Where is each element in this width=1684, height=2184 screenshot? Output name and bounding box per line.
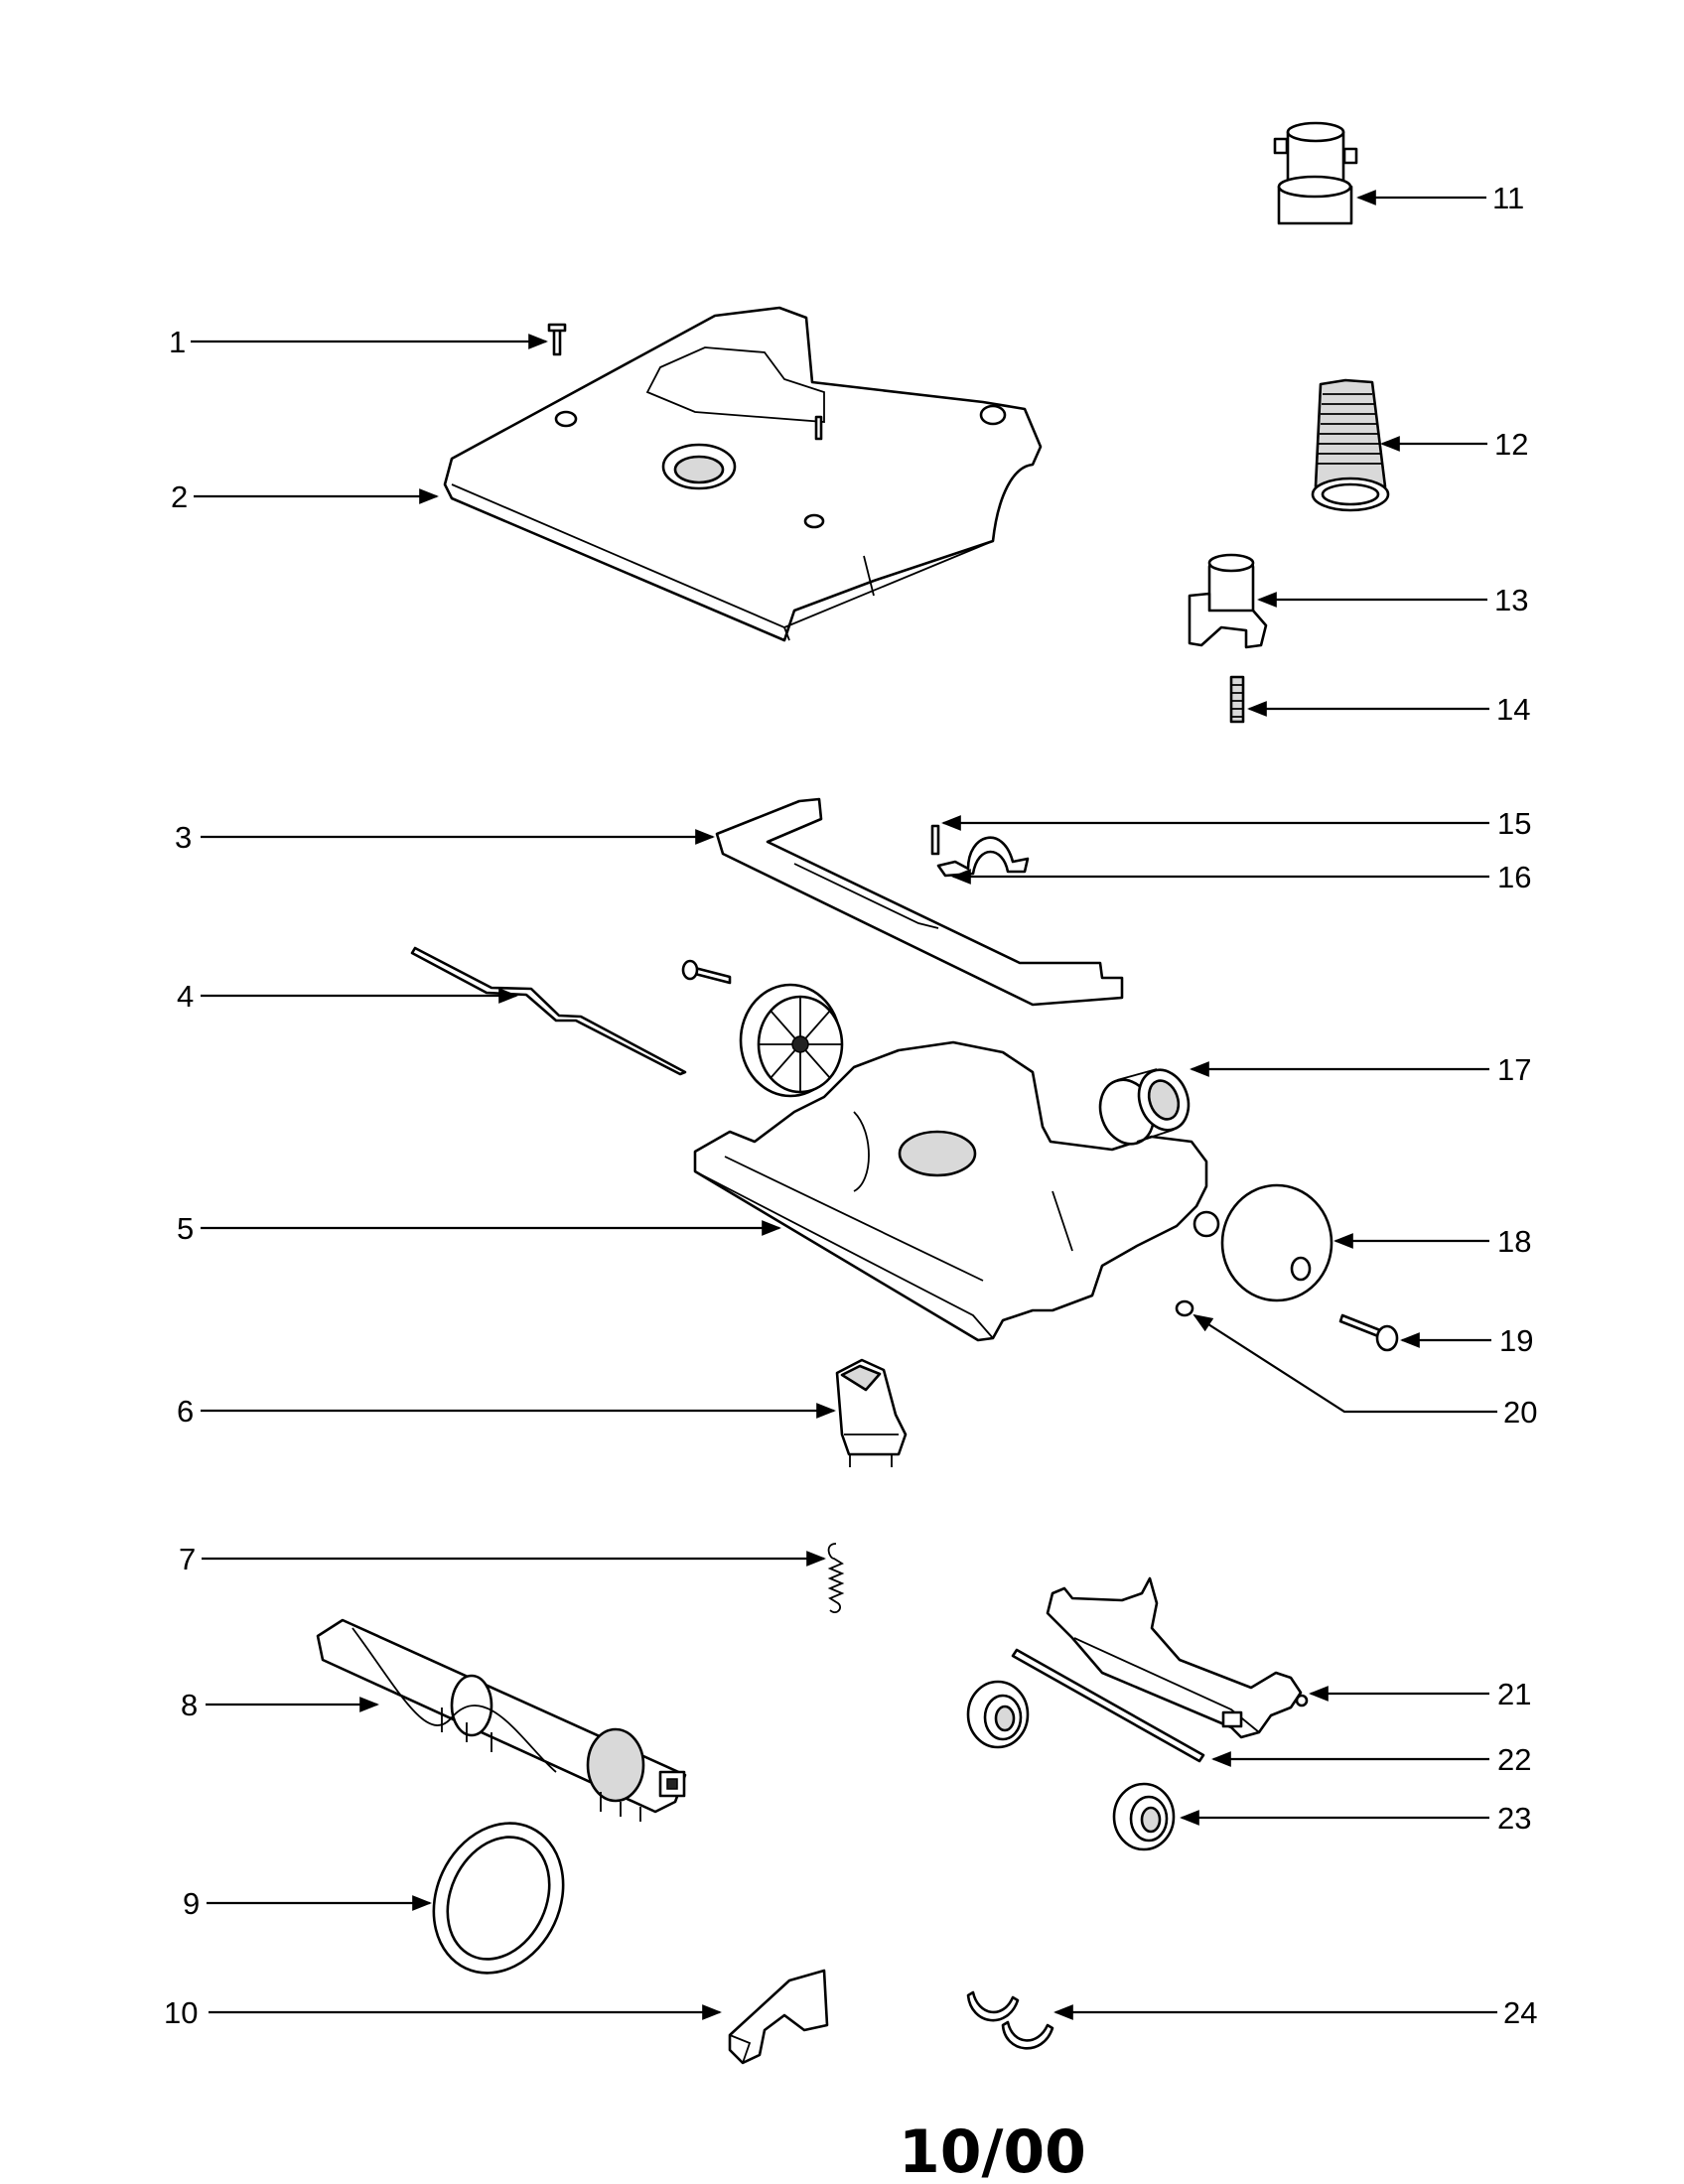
callout-24: 24 (1503, 1995, 1537, 2030)
callout-16: 16 (1497, 860, 1531, 894)
callout-20: 20 (1503, 1395, 1537, 1430)
part-24-clips (966, 1990, 1054, 2050)
part-20-ring (1175, 1299, 1194, 1317)
callout-12: 12 (1494, 427, 1528, 462)
part-1-screw (547, 323, 567, 356)
callout-8: 8 (181, 1688, 198, 1722)
part-9-belt (432, 1822, 565, 1975)
part-23-wheel-right (1112, 1782, 1176, 1851)
callout-2: 2 (171, 479, 188, 514)
front-wheel-assembly (681, 959, 844, 1098)
part-10-guard-clip (728, 1969, 829, 2065)
part-8-brushroll (316, 1618, 687, 1822)
part-11-coupling (1273, 121, 1358, 225)
part-7-spring (827, 1543, 845, 1614)
part-14-spring (1229, 675, 1245, 724)
callout-3: 3 (175, 820, 192, 855)
part-18-rear-wheel (1220, 1183, 1333, 1302)
part-13-valve (1188, 553, 1268, 649)
part-16-clamp (936, 836, 1030, 878)
callout-13: 13 (1494, 583, 1528, 617)
callout-10: 10 (164, 1995, 198, 2030)
callout-17: 17 (1497, 1052, 1531, 1087)
callout-21: 21 (1497, 1677, 1531, 1711)
part-3-bumper (715, 797, 1124, 1007)
callout-23: 23 (1497, 1801, 1531, 1836)
callout-labels: 1 2 3 4 5 6 7 8 9 10 11 12 13 14 15 16 1… (164, 181, 1537, 2030)
callout-5: 5 (177, 1211, 194, 1246)
part-23-wheel-left (966, 1680, 1030, 1749)
part-12-hose (1311, 378, 1390, 512)
part-4-wire-bracket (410, 946, 687, 1076)
part-22-rod (1011, 1648, 1205, 1763)
callout-19: 19 (1499, 1323, 1533, 1358)
part-15-screw (930, 824, 940, 856)
callout-11: 11 (1492, 181, 1524, 215)
leader-lines (191, 190, 1497, 2020)
callout-6: 6 (177, 1394, 194, 1429)
part-6-nozzle (835, 1358, 908, 1467)
part-19-axle-pin (1338, 1313, 1399, 1352)
part-5-base (693, 1040, 1220, 1342)
callout-15: 15 (1497, 806, 1531, 841)
callout-1: 1 (169, 325, 186, 359)
callout-9: 9 (183, 1886, 200, 1921)
part-21-carriage (1046, 1576, 1309, 1739)
callout-7: 7 (179, 1542, 196, 1576)
part-2-hood (443, 306, 1043, 642)
part-17-adapter (1098, 1068, 1191, 1146)
callout-4: 4 (177, 979, 194, 1014)
callout-14: 14 (1496, 692, 1530, 727)
callout-22: 22 (1497, 1742, 1531, 1777)
leader-20 (1193, 1313, 1497, 1414)
callout-18: 18 (1497, 1224, 1531, 1259)
date-code: 10/00 (899, 2117, 1086, 2184)
